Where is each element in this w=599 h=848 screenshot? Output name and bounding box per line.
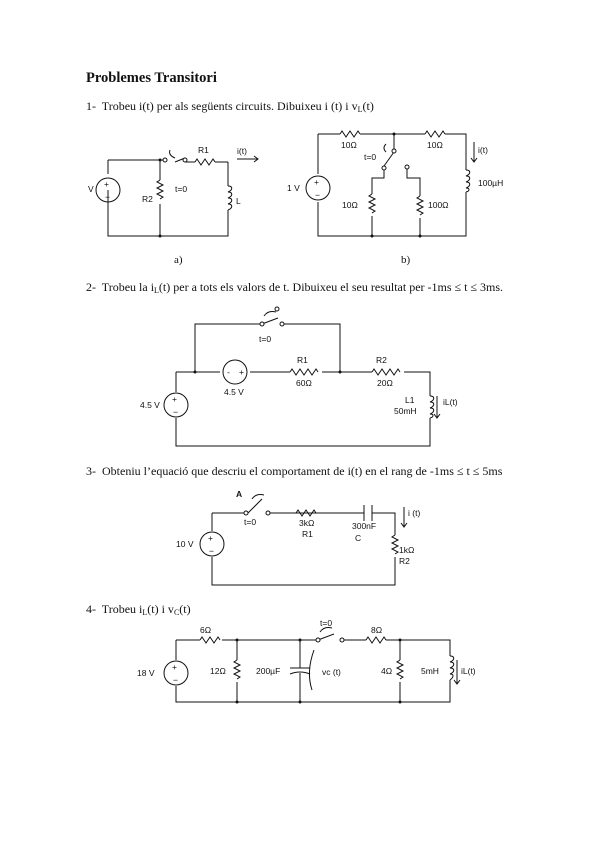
r1-label: R1 <box>198 145 209 155</box>
plus-sign: + <box>208 533 213 543</box>
l-name: L1 <box>405 395 415 405</box>
circuit-4: + − 18 V 6Ω 12Ω 200µF vc (t) t=0 8Ω 4Ω 5… <box>137 618 476 704</box>
inductor-label: L <box>236 196 241 206</box>
subscript-2: C <box>173 608 180 617</box>
r12-label: 12Ω <box>210 666 226 676</box>
r-right-label: 10Ω <box>427 140 443 150</box>
problem-text-end: (t) <box>362 99 374 113</box>
vc-label: vc (t) <box>322 667 341 677</box>
problem-text: Trobeu i(t) per als següents circuits. D… <box>101 99 358 113</box>
subscript: L <box>154 286 159 295</box>
source2-label: 4.5 V <box>224 387 244 397</box>
source-label: 4.5 V <box>140 400 160 410</box>
current-label: i (t) <box>408 508 420 518</box>
r-mid2-label: 100Ω <box>428 200 449 210</box>
r2-name: R2 <box>399 556 410 566</box>
switch-label: t=0 <box>244 517 256 527</box>
r1-value: 60Ω <box>296 378 312 388</box>
switch-label: t=0 <box>175 184 187 194</box>
plus-sign: + <box>172 662 177 672</box>
problem-4-statement: 4- Trobeu iL(t) i vC(t) <box>86 602 191 617</box>
page-title: Problemes Transitori <box>86 70 217 86</box>
source-label: V <box>88 184 94 194</box>
source-label: 1 V <box>287 183 300 193</box>
subscript: L <box>142 608 148 617</box>
problem-number: 4- <box>86 602 96 616</box>
r-mid1-label: 10Ω <box>342 200 358 210</box>
problem-text-end: (t) <box>179 602 191 616</box>
caption-a: a) <box>174 254 183 266</box>
r6-label: 6Ω <box>200 625 211 635</box>
r2-value: 1kΩ <box>399 545 414 555</box>
switch-label: t=0 <box>320 618 332 628</box>
switch-label: t=0 <box>259 334 271 344</box>
r-left-label: 10Ω <box>341 140 357 150</box>
inductor-label: 5mH <box>421 666 439 676</box>
subscript: L <box>357 105 363 114</box>
cap-name: C <box>355 533 361 543</box>
plus-sign: + <box>104 179 109 189</box>
circuit-2: + − 4.5 V - + 4.5 V R1 60Ω R2 20Ω L1 50m… <box>140 306 458 447</box>
problem-text-end: (t) per a tots els valors de t. Dibuixeu… <box>158 280 504 294</box>
problem-3-statement: 3- Obteniu l’equació que descriu el comp… <box>86 464 502 479</box>
l-value: 50mH <box>394 406 417 416</box>
current-label: iL(t) <box>443 397 458 407</box>
switch-label: t=0 <box>364 152 376 162</box>
problem-number: 2- <box>86 280 96 294</box>
problem-text: Obteniu l’equació que descriu el comport… <box>102 464 503 478</box>
r1-name: R1 <box>302 529 313 539</box>
problem-number: 1- <box>86 99 96 113</box>
problem-2-statement: 2- Trobeu la iL(t) per a tots els valors… <box>86 280 503 295</box>
circuit-1b: + − 1 V 10Ω 10Ω 10Ω 100Ω 100µH t=0 i(t) … <box>287 130 503 266</box>
problem-text: Trobeu i <box>101 602 143 616</box>
r2-label: R2 <box>142 194 153 204</box>
inductor-label: 100µH <box>478 178 503 188</box>
current-label: i(t) <box>478 145 488 155</box>
circuit-3: + − 10 V A t=0 3kΩ R1 300nF C 1kΩ R2 i (… <box>176 489 420 586</box>
current-label: iL(t) <box>461 666 476 676</box>
cap-label: 200µF <box>256 666 280 676</box>
source2-minus: - <box>227 367 230 377</box>
minus-sign: − <box>173 407 178 417</box>
problem-text-mid: (t) i v <box>147 602 174 616</box>
plus-sign: + <box>314 177 319 187</box>
r1-value: 3kΩ <box>299 518 314 528</box>
source-label: 10 V <box>176 539 194 549</box>
r1-name: R1 <box>297 355 308 365</box>
caption-b: b) <box>401 254 411 266</box>
minus-sign: − <box>173 675 178 685</box>
problem-text: Trobeu la i <box>101 280 155 294</box>
problem-number: 3- <box>86 464 96 478</box>
r4-label: 4Ω <box>381 666 392 676</box>
minus-sign: − <box>209 546 214 556</box>
source2-plus: + <box>239 367 244 377</box>
cap-value: 300nF <box>352 521 376 531</box>
r8-label: 8Ω <box>371 625 382 635</box>
minus-sign: − <box>105 192 110 202</box>
r2-name: R2 <box>376 355 387 365</box>
r2-value: 20Ω <box>377 378 393 388</box>
plus-sign: + <box>172 394 177 404</box>
minus-sign: − <box>315 190 320 200</box>
switch-position-label: A <box>236 489 242 499</box>
current-label: i(t) <box>237 146 247 156</box>
circuit-1a: + − V R1 R2 t=0 i(t) L a) <box>88 145 259 266</box>
source-label: 18 V <box>137 668 155 678</box>
problem-1-statement: 1- Trobeu i(t) per als següents circuits… <box>86 99 374 114</box>
